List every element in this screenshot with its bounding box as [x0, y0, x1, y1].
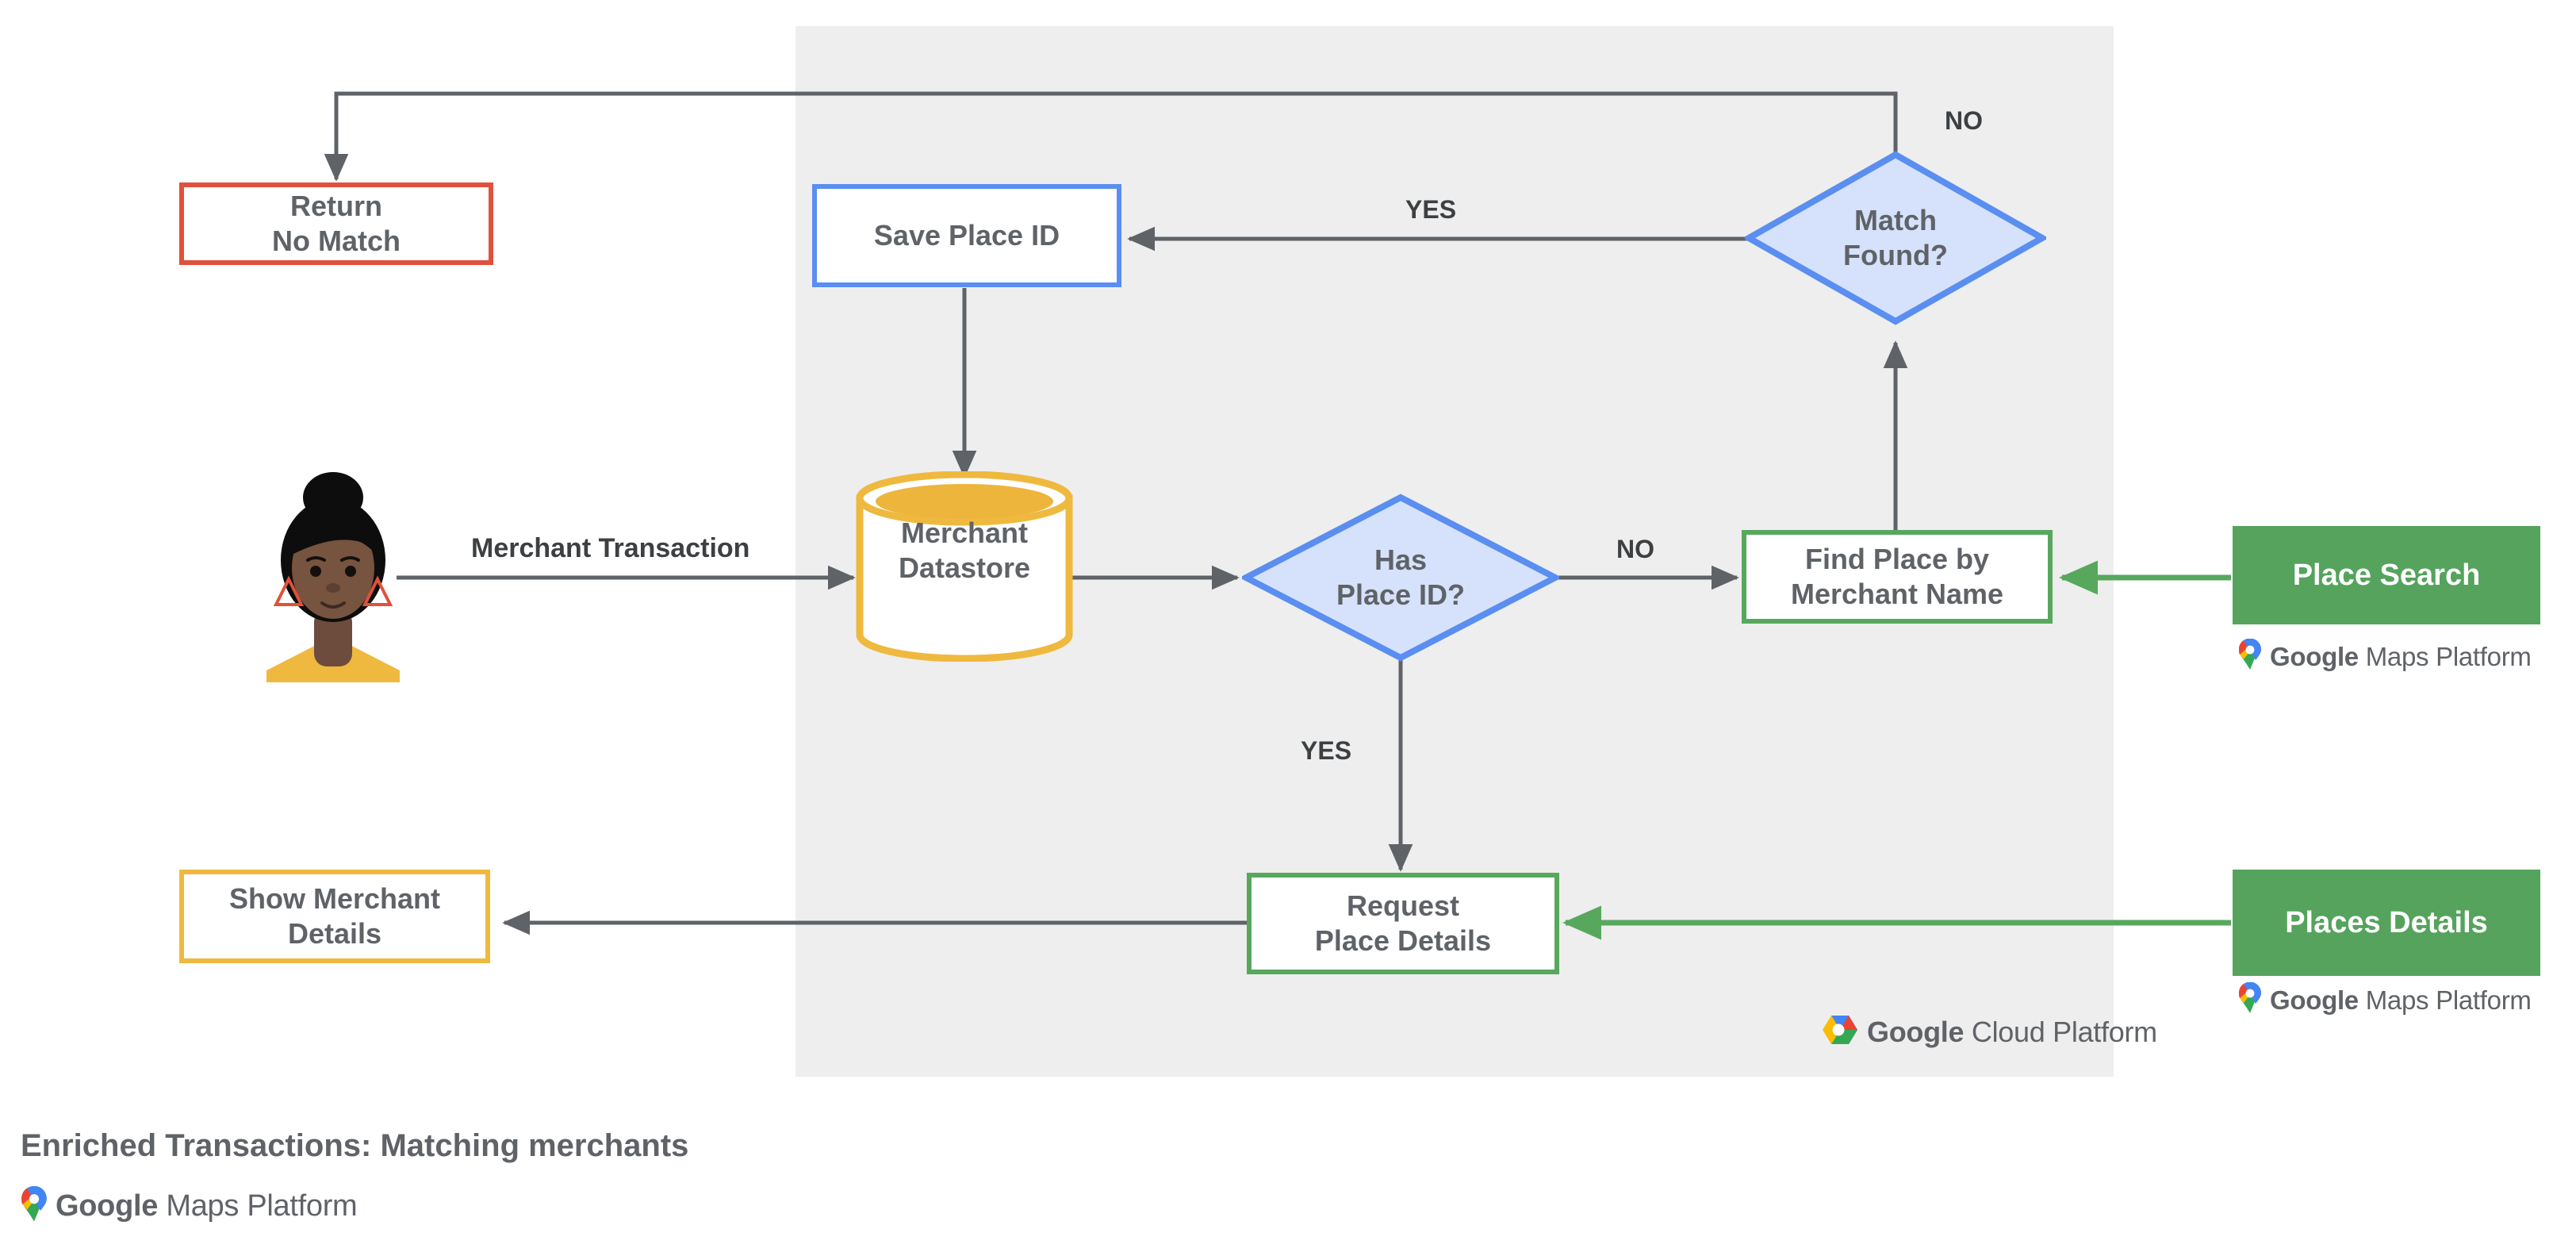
maps-pin-icon — [2238, 981, 2262, 1018]
maps-platform-logo-place-search: Google Maps Platform — [2238, 638, 2532, 674]
node-merchant-datastore[interactable]: Merchant Datastore — [853, 471, 1075, 662]
logo-maps-platform-word: Maps Platform — [158, 1189, 358, 1223]
node-text-line1: Show Merchant — [228, 882, 441, 916]
node-text-line2: Place ID? — [1336, 578, 1466, 611]
logo-maps-platform-word: Maps Platform — [2358, 641, 2532, 671]
node-merchant-datastore-text: Merchant Datastore — [853, 516, 1075, 586]
edge-label-has-place-id-no: NO — [1616, 535, 1654, 563]
node-text-line1: Find Place by — [1804, 543, 1990, 576]
node-text-line1: Return — [290, 190, 382, 223]
node-find-place-by-merchant-name[interactable]: Find Place by Merchant Name — [1742, 530, 2053, 624]
node-has-place-id[interactable]: Has Place ID? — [1242, 494, 1559, 662]
node-return-no-match-text: Return No Match — [272, 189, 401, 259]
node-text-line1: Request — [1346, 889, 1459, 923]
node-places-details[interactable]: Places Details — [2233, 870, 2540, 976]
google-cloud-platform-logo: Google Cloud Platform — [1823, 1014, 2157, 1050]
node-place-search[interactable]: Place Search — [2233, 526, 2540, 624]
node-text-line2: Found? — [1843, 239, 1948, 271]
logo-google-word: Google — [1867, 1015, 1965, 1048]
node-match-found-text: Match Found? — [1745, 151, 2046, 325]
node-text-line1: Match — [1853, 204, 1937, 237]
logo-google-word: Google — [56, 1189, 159, 1223]
maps-platform-wordmark: Google Maps Platform — [2270, 642, 2532, 672]
node-request-place-details[interactable]: Request Place Details — [1247, 873, 1559, 974]
logo-google-word: Google — [2270, 641, 2359, 671]
node-request-place-details-text: Request Place Details — [1315, 889, 1491, 958]
edge-label-match-found-no: NO — [1945, 106, 1983, 135]
cloud-platform-wordmark: Google Cloud Platform — [1867, 1016, 2157, 1049]
diagram-caption: Enriched Transactions: Matching merchant… — [21, 1128, 689, 1163]
node-text-line2: Merchant Name — [1790, 578, 2004, 610]
node-place-search-text: Place Search — [2292, 558, 2481, 592]
node-has-place-id-text: Has Place ID? — [1242, 494, 1559, 662]
maps-platform-logo-footer: Google Maps Platform — [21, 1185, 358, 1227]
merchant-customer-avatar — [262, 460, 404, 682]
maps-platform-logo-places-details: Google Maps Platform — [2238, 981, 2532, 1018]
node-text-line2: Details — [287, 917, 382, 950]
node-show-merchant-details[interactable]: Show Merchant Details — [179, 870, 490, 963]
maps-pin-icon — [21, 1185, 48, 1227]
node-find-place-text: Find Place by Merchant Name — [1791, 542, 2003, 612]
maps-platform-wordmark: Google Maps Platform — [2270, 985, 2532, 1016]
node-match-found[interactable]: Match Found? — [1745, 151, 2046, 325]
node-text-line1: Merchant — [900, 517, 1029, 549]
edge-label-merchant-transaction: Merchant Transaction — [471, 533, 750, 563]
cloud-hexagon-icon — [1823, 1014, 1857, 1050]
maps-pin-icon — [2238, 638, 2262, 674]
node-return-no-match[interactable]: Return No Match — [179, 182, 493, 265]
node-save-place-id[interactable]: Save Place ID — [812, 184, 1121, 287]
node-save-place-id-text: Save Place ID — [873, 219, 1060, 252]
node-text-line1: Has — [1374, 543, 1428, 577]
node-text-line2: No Match — [272, 225, 401, 257]
node-text-line2: Datastore — [898, 551, 1031, 584]
logo-cloud-platform-word: Cloud Platform — [1964, 1015, 2157, 1048]
edge-label-match-found-yes: YES — [1405, 195, 1457, 224]
node-text-line2: Place Details — [1314, 924, 1492, 957]
edge-label-has-place-id-yes: YES — [1301, 736, 1352, 765]
logo-google-word: Google — [2270, 985, 2359, 1015]
node-places-details-text: Places Details — [2285, 905, 2488, 939]
logo-maps-platform-word: Maps Platform — [2358, 985, 2532, 1015]
node-show-merchant-details-text: Show Merchant Details — [229, 881, 440, 951]
maps-platform-wordmark: Google Maps Platform — [56, 1189, 358, 1223]
